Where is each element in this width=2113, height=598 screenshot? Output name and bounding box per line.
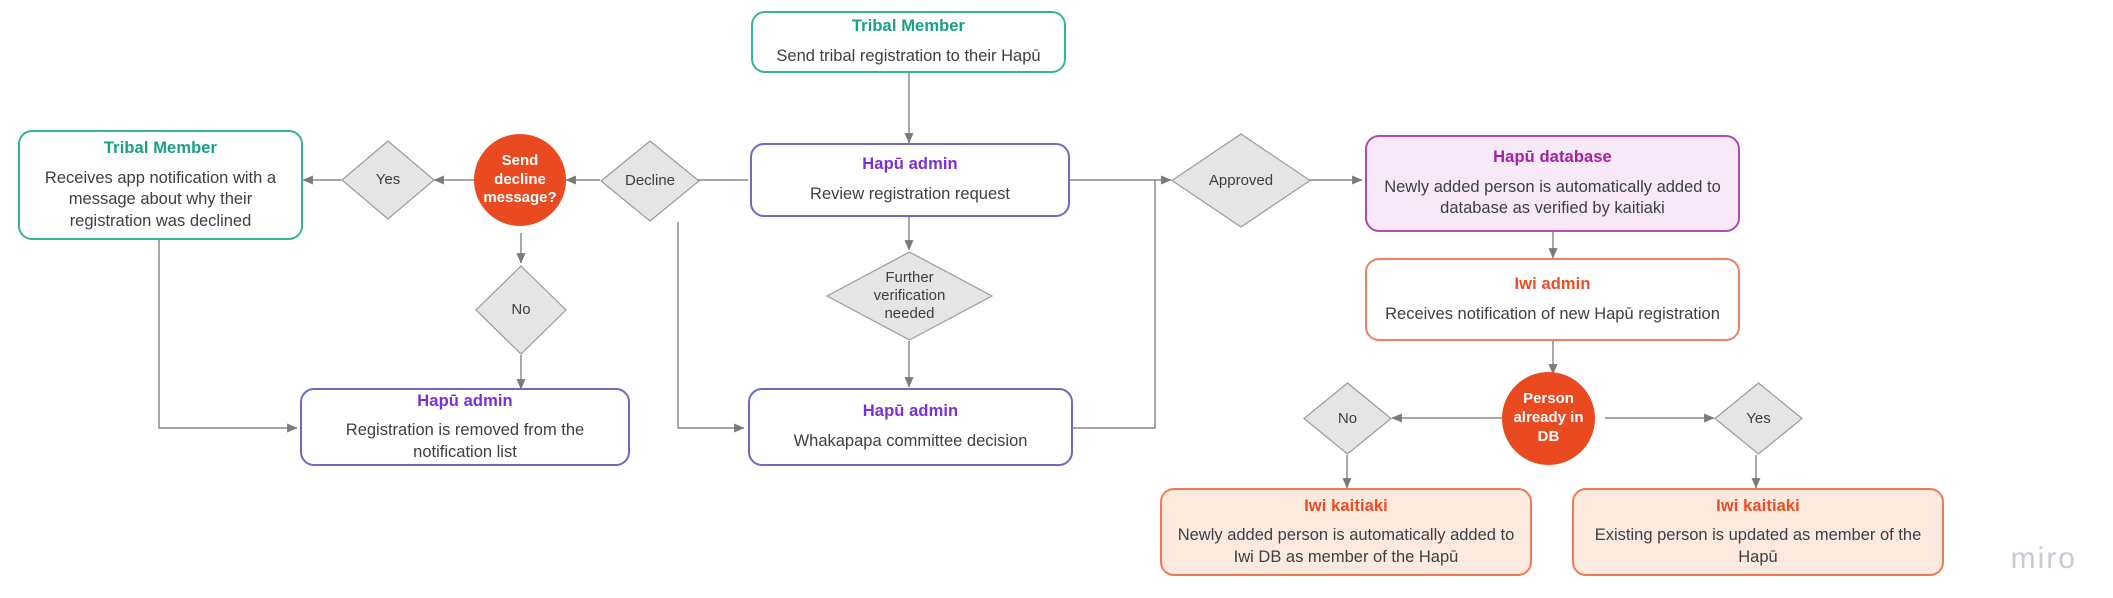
diamond-shape: [475, 265, 567, 355]
decision-no-left[interactable]: No: [475, 265, 567, 355]
decision-no-already-in-db[interactable]: No: [1303, 382, 1392, 455]
diamond-shape: [826, 251, 993, 341]
decision-label: No: [1337, 409, 1358, 427]
node-title: Iwi kaitiaki: [1304, 496, 1388, 515]
diamond-shape: [1714, 382, 1803, 455]
node-title: Hapū admin: [862, 402, 959, 421]
decision-label: Yes: [1746, 409, 1771, 427]
node-title: Hapū admin: [862, 155, 958, 174]
node-body: Whakapapa committee decision: [793, 432, 1028, 451]
node-body: Newly added person is automatically adde…: [1384, 177, 1721, 218]
node-hapu-admin-whakapapa[interactable]: Hapū admin Whakapapa committee decision: [748, 388, 1073, 466]
node-body: Send tribal registration to their Hapū: [776, 47, 1041, 66]
node-body: Newly added person is automatically adde…: [1177, 526, 1515, 566]
node-iwi-kaitiaki-existing[interactable]: Iwi kaitiaki Existing person is updated …: [1572, 488, 1944, 576]
diamond-shape: [1303, 382, 1392, 455]
decision-yes-already-in-db[interactable]: Yes: [1714, 382, 1803, 455]
node-title: Iwi kaitiaki: [1716, 496, 1800, 515]
node-title: Tribal Member: [103, 139, 218, 158]
node-tribal-member-send[interactable]: Tribal Member Send tribal registration t…: [751, 11, 1066, 73]
node-iwi-admin[interactable]: Iwi admin Receives notification of new H…: [1365, 258, 1740, 341]
node-iwi-kaitiaki-new[interactable]: Iwi kaitiaki Newly added person is autom…: [1160, 488, 1532, 576]
node-title: Iwi admin: [1514, 274, 1591, 293]
decision-send-decline-message[interactable]: Send decline message?: [474, 134, 566, 226]
node-tribal-member-declined[interactable]: Tribal Member Receives app notification …: [18, 130, 303, 240]
node-title: Hapū database: [1493, 148, 1612, 167]
diamond-shape: [341, 140, 435, 220]
wire-tribalmember-to-removed: [158, 240, 298, 433]
decision-label: Approved: [1208, 171, 1274, 189]
node-body: Receives app notification with a message…: [44, 168, 277, 230]
decision-decline[interactable]: Decline: [600, 140, 700, 222]
decision-approved[interactable]: Approved: [1171, 133, 1311, 228]
node-body: Registration is removed from the notific…: [345, 421, 585, 461]
decision-label: Further verification needed: [873, 269, 946, 322]
decision-yes-left[interactable]: Yes: [341, 140, 435, 220]
node-body: Existing person is updated as member of …: [1594, 526, 1922, 566]
node-title: Hapū admin: [417, 391, 513, 410]
diamond-shape: [600, 140, 700, 222]
node-body: Review registration request: [810, 185, 1010, 204]
node-body: Receives notification of new Hapū regist…: [1385, 304, 1720, 323]
node-hapu-database[interactable]: Hapū database Newly added person is auto…: [1365, 135, 1740, 232]
wire-decline-to-whakapapa: [677, 222, 745, 433]
decision-label: Decline: [624, 172, 676, 190]
wire-whakapapa-to-approved: [1072, 180, 1156, 429]
decision-label: No: [511, 301, 531, 319]
node-title: Tribal Member: [851, 17, 966, 36]
node-hapu-admin-removed[interactable]: Hapū admin Registration is removed from …: [300, 388, 630, 466]
miro-watermark: miro: [2010, 542, 2077, 575]
decision-person-already-in-db[interactable]: Person already in DB: [1502, 372, 1595, 465]
decision-further-verification[interactable]: Further verification needed: [826, 251, 993, 341]
decision-label: Yes: [375, 171, 401, 189]
node-hapu-admin-review[interactable]: Hapū admin Review registration request: [750, 143, 1070, 217]
